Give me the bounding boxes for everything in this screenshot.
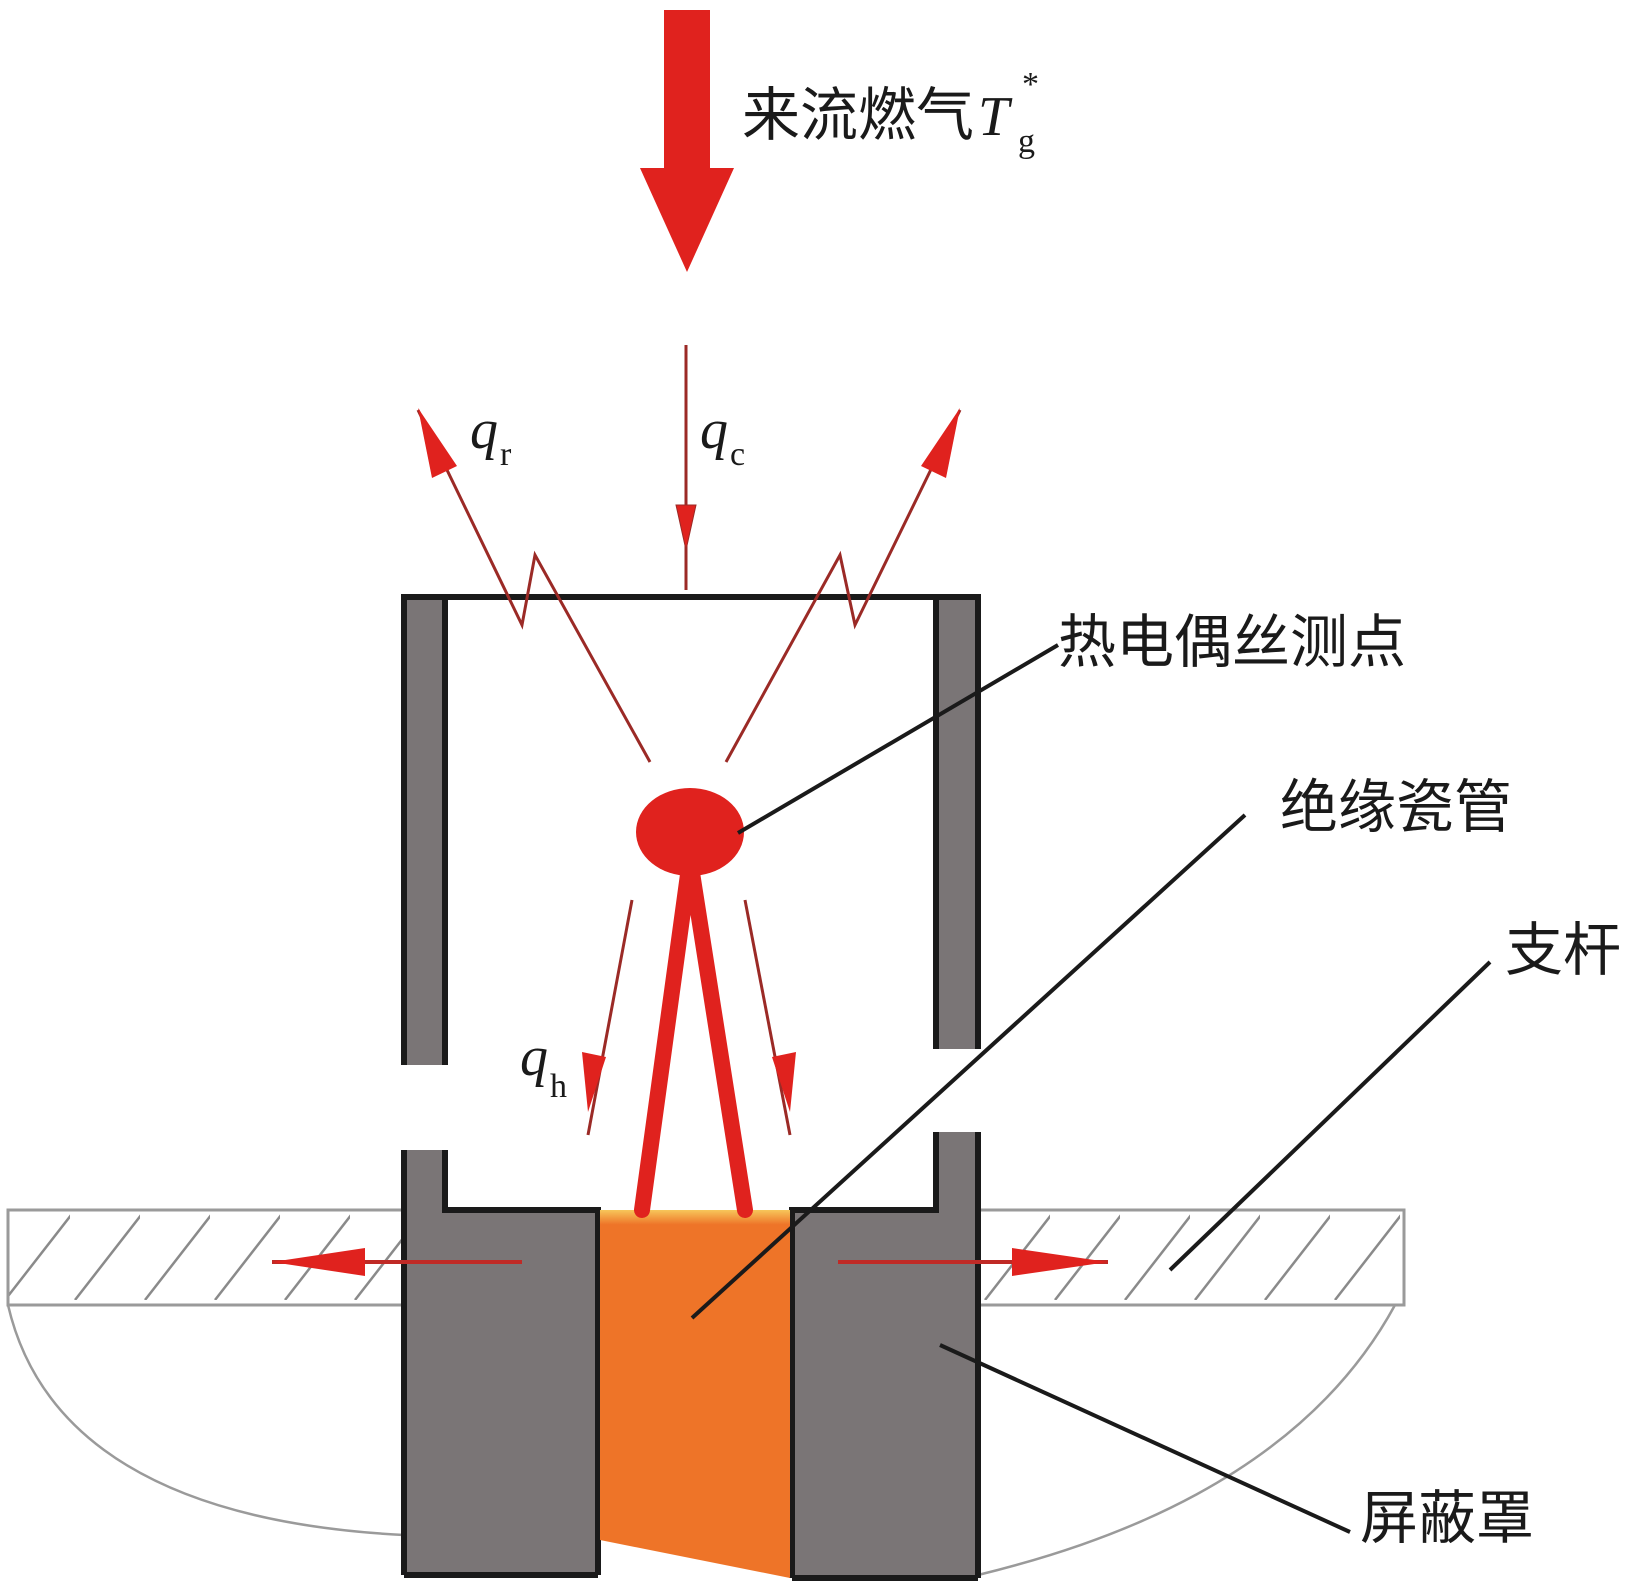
- radiation-flux-right: [724, 409, 962, 763]
- strut-label: 支杆: [1505, 916, 1621, 984]
- leader-line-shield: [939, 1343, 1351, 1534]
- leader-line-insulator: [690, 813, 1247, 1320]
- thermocouple-wire-left: [634, 852, 698, 1218]
- shield-right-wall-upper: [936, 597, 978, 1049]
- thermocouple-junction-bead: [636, 788, 744, 876]
- strut-conduction-left: [272, 1248, 522, 1276]
- gas-temperature-subscript: g: [1018, 123, 1035, 160]
- junction-label: 热电偶丝测点: [1058, 608, 1406, 676]
- q-conduction-subscript: h: [550, 1068, 567, 1105]
- shield-left-wall-upper: [404, 597, 445, 1065]
- conduction-flux-left: [582, 899, 634, 1136]
- radiation-flux-left-arrowhead: [418, 408, 457, 478]
- leader-line-junction: [736, 643, 1060, 835]
- shield-outline-bottom: [404, 1572, 978, 1581]
- thermocouple-wires: [634, 852, 753, 1218]
- q-radiation-subscript: r: [500, 436, 512, 473]
- insulator-label: 绝缘瓷管: [1280, 773, 1512, 841]
- strut-broken-outline: [6, 1304, 1397, 1577]
- ceramic-tube: [600, 1210, 790, 1578]
- q-conduction-label: q: [520, 1026, 548, 1088]
- strut-conduction-right: [838, 1248, 1108, 1276]
- shield-outline-right-lower: [789, 1132, 981, 1578]
- gas-temperature-superscript: *: [1022, 66, 1039, 103]
- shield-right-wall-lower: [936, 1132, 978, 1220]
- incoming-gas-arrow-head: [640, 168, 734, 272]
- incoming-gas-arrow: [640, 10, 734, 272]
- incoming-gas-arrow-shaft: [664, 10, 710, 178]
- shield-left-wall-lower: [404, 1150, 445, 1220]
- incoming-gas-label: 来流燃气: [742, 81, 974, 149]
- q-radiation-label: q: [470, 399, 498, 461]
- shield-outline-left-lower: [401, 1150, 601, 1575]
- leader-lines: [690, 643, 1492, 1534]
- shield: [401, 594, 981, 1581]
- shield-base-right: [792, 1210, 978, 1578]
- thermocouple-wire-right: [682, 852, 753, 1218]
- convection-flux-arrow: [675, 345, 697, 590]
- gas-temperature-symbol: T: [978, 86, 1013, 148]
- leader-line-strut: [1168, 960, 1492, 1272]
- shield-base-left: [404, 1210, 598, 1575]
- shield-label: 屏蔽罩: [1360, 1484, 1534, 1552]
- conduction-flux-right: [743, 899, 796, 1136]
- radiation-flux-left: [416, 409, 652, 763]
- q-convection-label: q: [700, 399, 728, 461]
- radiation-flux-right-arrowhead: [921, 408, 960, 478]
- q-convection-subscript: c: [730, 436, 745, 473]
- shield-outline-top: [401, 594, 981, 1065]
